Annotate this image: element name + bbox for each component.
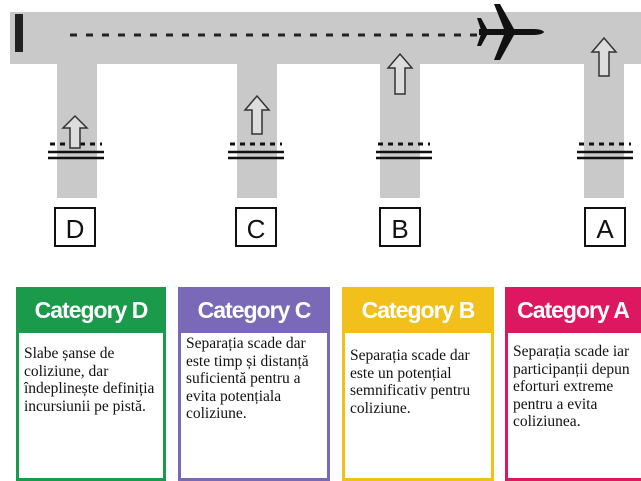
runway-diagram: D C B A — [10, 4, 641, 247]
airplane-icon — [477, 4, 544, 60]
label-b: B — [391, 214, 408, 244]
category-card-c: Category C Separația scade dar este timp… — [178, 287, 330, 481]
category-header-b: Category B — [342, 287, 494, 333]
category-card-a: Category A Separația scade iar participa… — [505, 287, 641, 481]
up-arrow-icon — [590, 36, 618, 77]
hold-line-icon — [376, 142, 432, 160]
category-title-a: Category A — [517, 296, 630, 323]
up-arrow-icon — [61, 114, 89, 149]
label-d: D — [66, 214, 85, 244]
category-title-c: Category C — [197, 296, 312, 323]
hold-line-icon — [228, 142, 284, 160]
category-header-a: Category A — [505, 287, 641, 333]
category-text-b: Separația scade dar este un potențial se… — [350, 347, 471, 417]
label-c: C — [247, 214, 266, 244]
hold-line-icon — [48, 142, 104, 160]
runway — [10, 12, 641, 64]
category-text-d: Slabe șanse de coliziune, dar îndeplineș… — [24, 345, 155, 415]
category-card-b: Category B Separația scade dar este un p… — [342, 287, 494, 481]
label-box-c: C — [235, 207, 277, 247]
category-text-a: Separația scade iar participanții depun … — [513, 343, 630, 430]
runway-threshold — [15, 14, 23, 52]
category-title-d: Category D — [34, 296, 149, 323]
category-header-c: Category C — [178, 287, 330, 333]
label-box-d: D — [54, 207, 96, 247]
category-title-b: Category B — [361, 296, 476, 323]
label-box-b: B — [379, 207, 421, 247]
up-arrow-icon — [243, 94, 271, 135]
category-card-d: Category D Slabe șanse de coliziune, dar… — [16, 287, 166, 481]
category-text-c: Separația scade dar este timp și distanț… — [186, 335, 309, 422]
hold-line-icon — [577, 142, 633, 160]
label-a: A — [596, 214, 614, 244]
category-header-d: Category D — [16, 287, 166, 333]
label-box-a: A — [584, 207, 626, 247]
up-arrow-icon — [386, 52, 414, 95]
